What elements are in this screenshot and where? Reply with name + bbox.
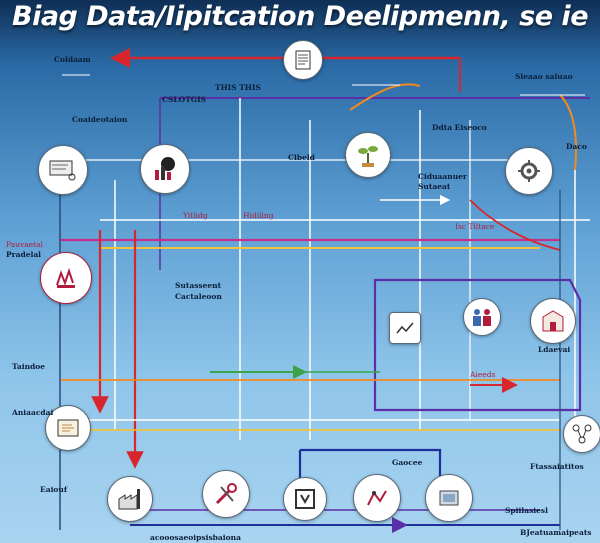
people-icon <box>463 298 501 336</box>
label-top-center: Coldaam <box>54 55 91 64</box>
label-bottom-right-1: Ftassaiatitos <box>530 462 584 471</box>
gear-icon <box>505 147 553 195</box>
label-mid-center-small: Hidiling <box>243 211 274 220</box>
label-top-right: Sleaao saluao <box>515 72 573 81</box>
tools-icon <box>202 470 250 518</box>
page-title: Biag Data/Iipitcation Deelipmenn, se ie <box>11 1 589 32</box>
label-left-top: Coaideotaion <box>72 115 128 124</box>
label-bottom-right-2: Spiilasiesl <box>505 506 548 515</box>
globe-icon <box>425 474 473 522</box>
label-right-heading: Ddta Eiseoco <box>432 123 487 132</box>
plant-icon <box>345 132 391 178</box>
label-bottom-center-long: acooosaeoipsisbaiona <box>150 533 241 542</box>
label-mid-right-caption: Isc Tiltace <box>455 222 495 231</box>
chart-icon <box>389 312 421 344</box>
server-icon <box>353 474 401 522</box>
label-left-lower-2: Aniaacdai <box>12 408 54 417</box>
analytics-icon <box>140 144 190 194</box>
label-upper-mid-center: THIS THIS <box>215 83 261 92</box>
label-center-left-block-2: Cactaleoon <box>175 292 222 301</box>
label-right-mid-small: Ldaevai <box>538 345 571 354</box>
hands-icon <box>40 252 92 304</box>
label-bottom-center-small: Gaocee <box>392 458 423 467</box>
label-bottom-left: Eaiouf <box>40 485 68 494</box>
label-center-left-block: Sutasseent <box>175 281 222 290</box>
building-icon <box>530 298 576 344</box>
label-right-small-top: Daco <box>566 142 587 151</box>
label-center-node-caption: Clbeld <box>288 153 315 162</box>
label-upper-mid-left: CSLOTGIS <box>162 95 207 104</box>
code-icon <box>45 405 91 451</box>
factory-icon <box>107 476 153 522</box>
label-mid-left-small: Yitlidg <box>183 211 208 220</box>
network-icon <box>563 415 600 453</box>
label-center-block-1: Ciduaanuer <box>418 172 467 181</box>
label-left-lower-1: Taindoe <box>12 362 46 371</box>
device-icon <box>38 145 88 195</box>
label-left-side-1: Pauvaetal <box>6 240 44 249</box>
label-bottom-right-3: BJeatuamaipeats <box>520 528 592 537</box>
frame-icon <box>283 477 327 521</box>
label-arrow-right: Aieeds <box>470 370 496 379</box>
document-icon <box>283 40 323 80</box>
flow-line-purple-box <box>373 278 582 412</box>
label-left-side-2: Pradelal <box>6 250 42 259</box>
label-center-block-2: Sutaeat <box>418 182 451 191</box>
